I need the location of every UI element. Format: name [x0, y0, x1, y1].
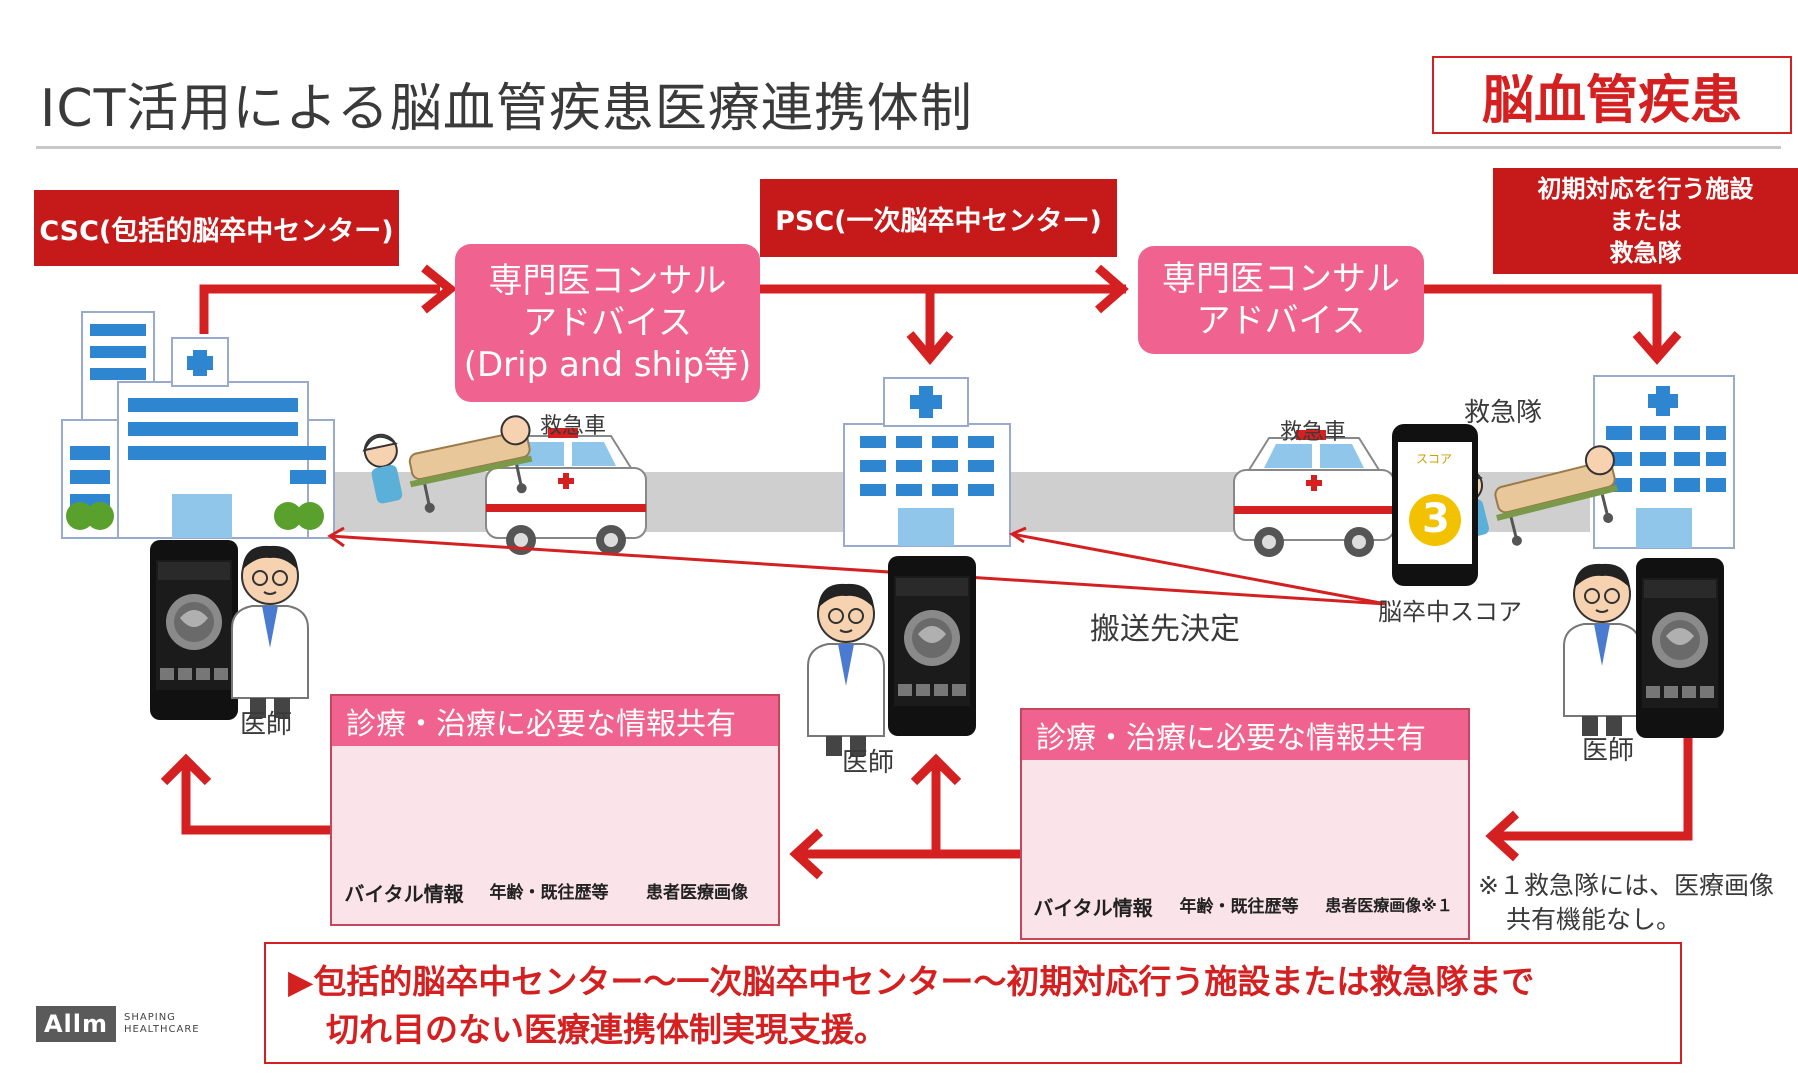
share-panel-left-title: 診療・治療に必要な情報共有	[332, 696, 778, 746]
logo-tagline-1: SHAPING	[124, 1012, 176, 1023]
doctor-left-label: 医師	[240, 710, 293, 740]
summary-line-2: 切れ目のない医療連携体制実現支援。	[326, 1010, 887, 1049]
slide-title: ICT活用による脳血管疾患医療連携体制	[40, 79, 973, 139]
summary-line-1: ▶包括的脳卒中センター～一次脳卒中センター～初期対応行う施設または救急隊まで	[288, 962, 1535, 1001]
ambulance-right-label: 救急車	[1280, 420, 1347, 445]
ambulance-left-label: 救急車	[540, 414, 607, 439]
share-right-history-label: 年齢・既往歴等	[1179, 897, 1299, 917]
logo-name: Allm	[43, 1010, 109, 1038]
doctor-right-phone	[1636, 558, 1724, 738]
doctor-left	[231, 544, 309, 719]
logo-tagline-2: HEALTHCARE	[124, 1024, 200, 1035]
share-right-image-label: 患者医療画像※１	[1325, 896, 1453, 915]
footnote-line-2: 共有機能なし。	[1506, 905, 1682, 934]
allm-logo: Allm	[36, 1006, 116, 1042]
csc-label: CSC(包括的脳卒中センター)	[34, 190, 399, 266]
initial-facility-building	[1593, 375, 1735, 549]
doctor-center-phone	[888, 556, 976, 736]
share-panel-right: 診療・治療に必要な情報共有	[1020, 708, 1470, 940]
initial-facility-label: 初期対応を行う施設 または 救急隊	[1493, 168, 1798, 274]
category-badge: 脳血管疾患	[1432, 56, 1792, 134]
stroke-score-phone	[1392, 424, 1478, 586]
initial-facility-line-2: または	[1609, 207, 1682, 235]
score-screen-label: スコア	[1416, 452, 1453, 466]
share-panel-right-title: 診療・治療に必要な情報共有	[1022, 710, 1468, 760]
share-left-history-label: 年齢・既往歴等	[489, 883, 609, 903]
consult-box-left: 専門医コンサル アドバイス (Drip and ship等)	[455, 244, 760, 402]
share-panel-left: 診療・治療に必要な情報共有	[330, 694, 780, 926]
doctor-right	[1563, 562, 1641, 737]
footnote-line-1: ※１救急隊には、医療画像	[1478, 871, 1774, 900]
consult-right-line-2: アドバイス	[1196, 301, 1366, 341]
logo-tagline: SHAPING HEALTHCARE	[124, 1012, 200, 1036]
csc-hospital	[61, 311, 335, 539]
ambulance-right	[1233, 429, 1395, 558]
doctor-center-label: 医師	[842, 748, 895, 778]
doctor-right-label: 医師	[1582, 736, 1635, 766]
score-value: 3	[1422, 496, 1450, 542]
destination-lines	[327, 526, 1387, 606]
initial-facility-line-3: 救急隊	[1609, 239, 1682, 267]
consult-left-line-3: (Drip and ship等)	[463, 345, 752, 385]
summary-box: ▶包括的脳卒中センター～一次脳卒中センター～初期対応行う施設または救急隊まで 切…	[264, 942, 1682, 1064]
title-divider	[36, 146, 1781, 149]
doctor-center	[807, 582, 885, 757]
flow-arrows	[160, 264, 1693, 880]
share-left-image-label: 患者医療画像	[646, 883, 748, 903]
consult-box-right: 専門医コンサル アドバイス	[1138, 246, 1424, 354]
initial-facility-line-1: 初期対応を行う施設	[1537, 175, 1754, 203]
consult-left-line-1: 専門医コンサル	[488, 261, 727, 301]
consult-right-line-1: 専門医コンサル	[1162, 259, 1400, 299]
category-label: 脳血管疾患	[1481, 70, 1742, 131]
psc-label: PSC(一次脳卒中センター)	[760, 179, 1117, 257]
doctor-left-phone	[150, 540, 238, 720]
share-left-vital-label: バイタル情報	[344, 882, 464, 906]
share-right-vital-label: バイタル情報	[1033, 896, 1153, 920]
consult-left-line-2: アドバイス	[523, 303, 692, 343]
destination-decision-label: 搬送先決定	[1090, 612, 1240, 647]
psc-hospital	[843, 377, 1011, 547]
stroke-score-label: 脳卒中スコア	[1378, 598, 1522, 626]
ambulance-team-label: 救急隊	[1464, 398, 1543, 428]
